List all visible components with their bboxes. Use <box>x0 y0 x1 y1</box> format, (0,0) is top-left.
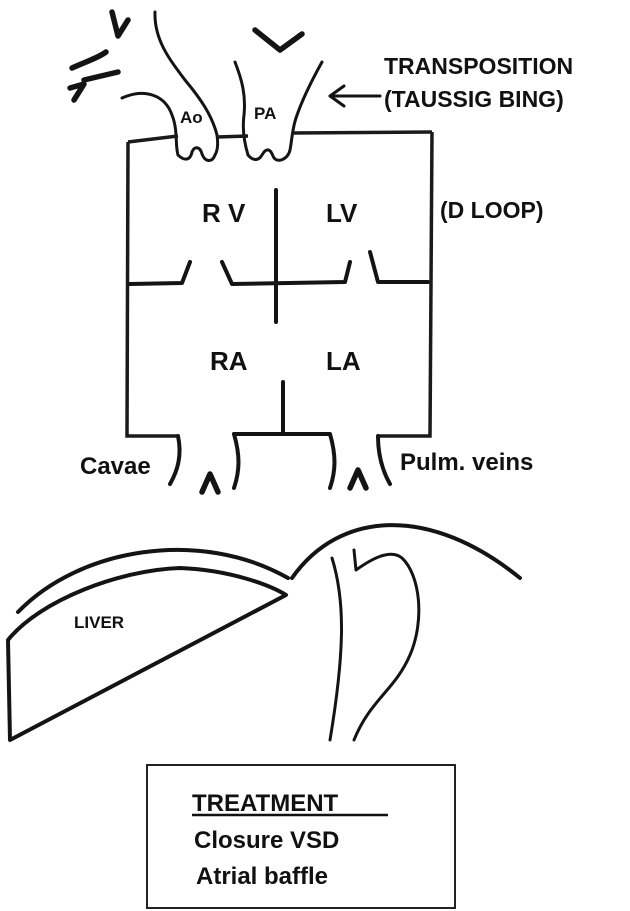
pulmonary-artery <box>235 30 322 160</box>
pointer-arrow <box>330 86 380 106</box>
label-la: LA <box>326 346 361 376</box>
label-liver: LIVER <box>74 613 124 632</box>
liver <box>8 550 288 740</box>
treatment-item: Atrial baffle <box>196 863 328 890</box>
aortic-arch-branches <box>70 12 128 100</box>
stomach-outline <box>292 525 520 740</box>
label-taussig-bing: (TAUSSIG BING) <box>384 86 564 112</box>
heart-box <box>127 132 432 492</box>
label-rv: R V <box>202 198 246 228</box>
label-transposition: TRANSPOSITION <box>384 53 573 79</box>
treatment-item: Closure VSD <box>194 827 339 854</box>
label-d-loop: (D LOOP) <box>440 197 544 223</box>
label-lv: LV <box>326 198 358 228</box>
label-ao: Ao <box>180 108 203 127</box>
label-ra: RA <box>210 346 248 376</box>
label-pa: PA <box>254 104 276 123</box>
treatment-title: TREATMENT <box>192 790 339 817</box>
label-cavae: Cavae <box>80 453 151 480</box>
label-pulm-veins: Pulm. veins <box>400 449 533 476</box>
